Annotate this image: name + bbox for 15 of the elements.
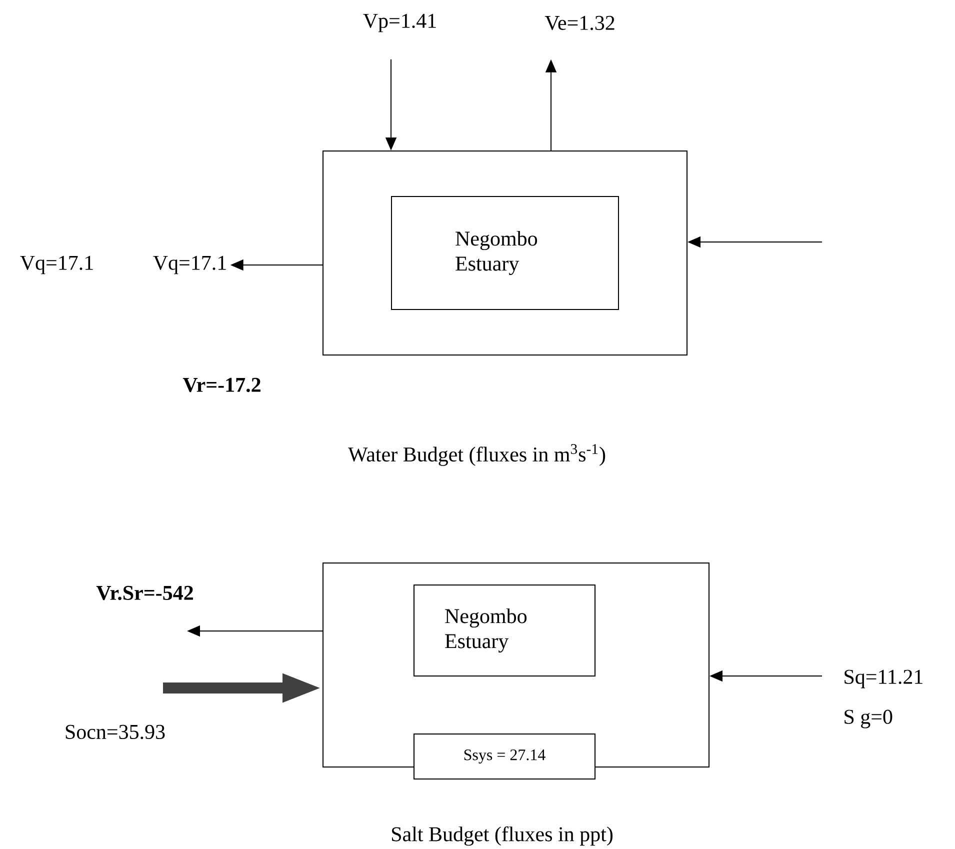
- estuary-box: Negombo Estuary: [391, 196, 619, 310]
- salinity-box: Ssys = 27.14: [414, 734, 596, 780]
- flux-label: Socn=35.93: [66, 724, 165, 740]
- flux-label: Vq=17.1: [153, 256, 226, 274]
- flux-label: Vq=17.1: [20, 256, 93, 274]
- flux-label: Vr.Sr=-542: [96, 586, 193, 600]
- flux-label: Ve=1.32: [544, 16, 614, 30]
- estuary-box: Negombo Estuary: [414, 584, 596, 676]
- budget-box: [322, 150, 688, 356]
- flux-label: Vr=-17.2: [182, 378, 260, 392]
- caption: Water Budget (fluxes in m$^{3}$s$^{-1}$): [348, 444, 606, 466]
- flux-label: Vp=1.41: [363, 14, 436, 32]
- flux-label: S g=0: [844, 710, 892, 728]
- caption: Salt Budget (fluxes in ppt): [392, 826, 612, 846]
- flux-label: Sq=11.21: [844, 670, 922, 688]
